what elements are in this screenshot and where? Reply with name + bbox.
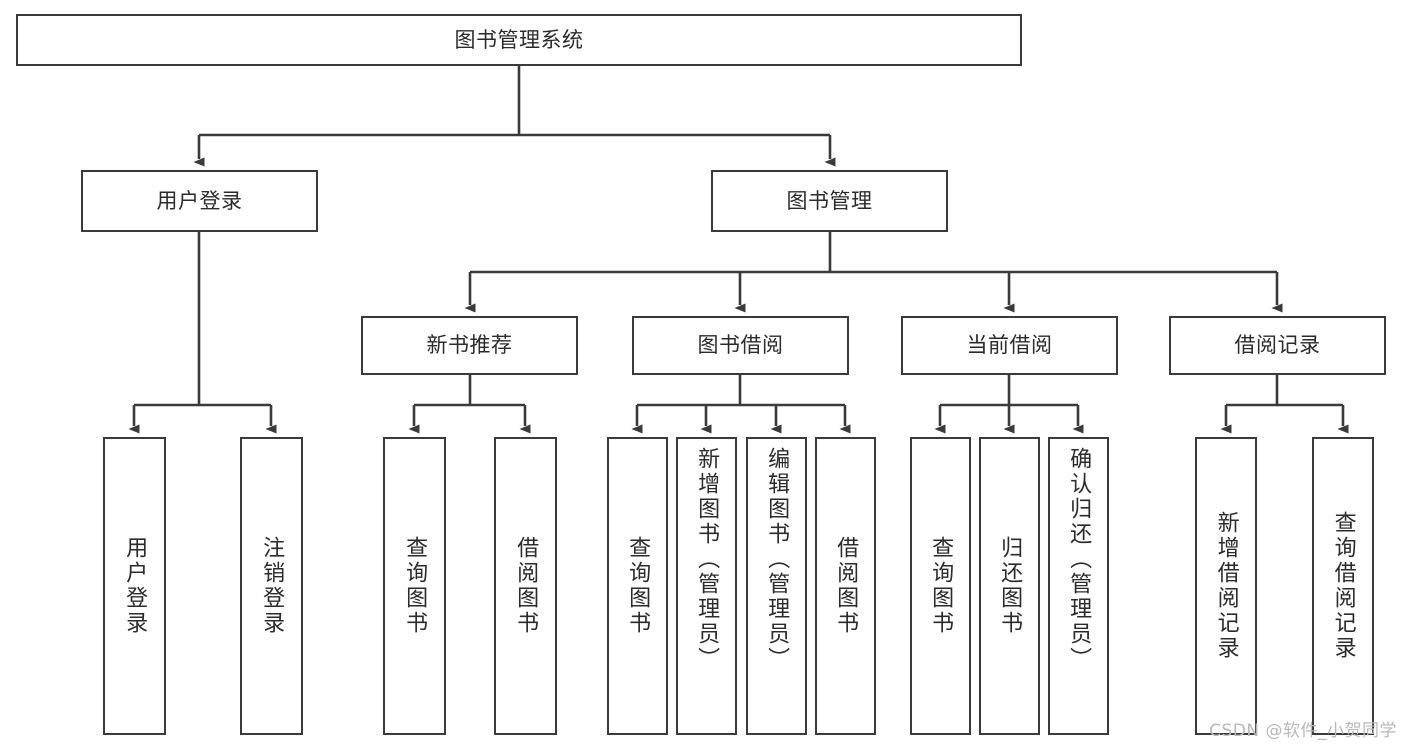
node-leaf-confirm-return-label: 确认归还（管理员） [1066, 447, 1092, 672]
node-leaf-borrow-book-1[interactable]: 借阅图书 [494, 437, 557, 735]
node-user-login[interactable]: 用户登录 [81, 170, 318, 232]
node-root[interactable]: 图书管理系统 [16, 14, 1022, 66]
node-leaf-edit-book[interactable]: 编辑图书（管理员） [746, 437, 807, 735]
node-user-login-label: 用户登录 [156, 188, 243, 213]
node-leaf-return-book-label: 归还图书 [997, 536, 1023, 636]
csdn-watermark: CSDN @软件_小贺同学 [1209, 721, 1397, 741]
node-book-manage-label: 图书管理 [786, 188, 873, 213]
node-new-book-rec[interactable]: 新书推荐 [361, 316, 578, 375]
node-book-borrow[interactable]: 图书借阅 [632, 316, 849, 375]
node-leaf-query-record[interactable]: 查询借阅记录 [1312, 437, 1374, 735]
node-leaf-user-logout-label: 注销登录 [259, 536, 285, 636]
node-borrow-record[interactable]: 借阅记录 [1169, 316, 1386, 375]
node-new-book-rec-label: 新书推荐 [426, 333, 513, 358]
node-leaf-borrow-book-1-label: 借阅图书 [513, 536, 539, 636]
node-leaf-return-book[interactable]: 归还图书 [979, 437, 1040, 735]
node-current-borrow-label: 当前借阅 [966, 333, 1053, 358]
node-leaf-query-record-label: 查询借阅记录 [1330, 511, 1356, 661]
node-current-borrow[interactable]: 当前借阅 [901, 316, 1118, 375]
node-leaf-query-book-3[interactable]: 查询图书 [910, 437, 971, 735]
node-leaf-add-book-label: 新增图书（管理员） [694, 447, 720, 672]
node-leaf-borrow-book-2-label: 借阅图书 [833, 536, 859, 636]
node-leaf-borrow-book-2[interactable]: 借阅图书 [815, 437, 876, 735]
node-leaf-add-book[interactable]: 新增图书（管理员） [676, 437, 737, 735]
node-leaf-add-record[interactable]: 新增借阅记录 [1195, 437, 1257, 735]
node-leaf-add-record-label: 新增借阅记录 [1213, 511, 1239, 661]
node-book-borrow-label: 图书借阅 [697, 333, 784, 358]
node-leaf-query-book-1[interactable]: 查询图书 [383, 437, 446, 735]
node-leaf-user-login[interactable]: 用户登录 [103, 437, 166, 735]
node-borrow-record-label: 借阅记录 [1234, 333, 1321, 358]
node-leaf-query-book-3-label: 查询图书 [928, 536, 954, 636]
node-leaf-edit-book-label: 编辑图书（管理员） [764, 447, 790, 672]
node-leaf-query-book-2-label: 查询图书 [625, 536, 651, 636]
node-leaf-user-logout[interactable]: 注销登录 [240, 437, 303, 735]
node-root-label: 图书管理系统 [454, 27, 584, 52]
node-book-manage[interactable]: 图书管理 [711, 170, 948, 232]
node-leaf-query-book-1-label: 查询图书 [402, 536, 428, 636]
node-leaf-query-book-2[interactable]: 查询图书 [607, 437, 668, 735]
node-leaf-confirm-return[interactable]: 确认归还（管理员） [1048, 437, 1109, 735]
node-leaf-user-login-label: 用户登录 [122, 536, 148, 636]
